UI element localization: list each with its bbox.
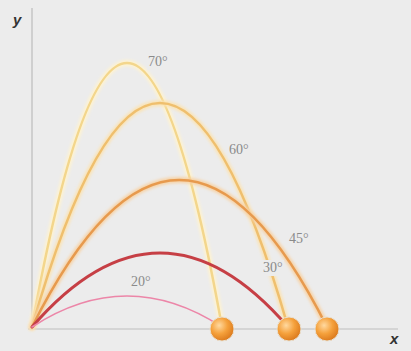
- axis-label: x: [389, 331, 399, 347]
- axes: [28, 8, 398, 330]
- angle-label: 45°: [288, 231, 310, 247]
- angle-label: 30°: [262, 260, 284, 276]
- angle-label: 70°: [147, 54, 169, 70]
- angle-label: 60°: [228, 142, 250, 158]
- axis-label: y: [12, 12, 22, 28]
- balls: [210, 317, 339, 341]
- angle-label: 20°: [130, 274, 152, 290]
- trajectories: [32, 63, 327, 327]
